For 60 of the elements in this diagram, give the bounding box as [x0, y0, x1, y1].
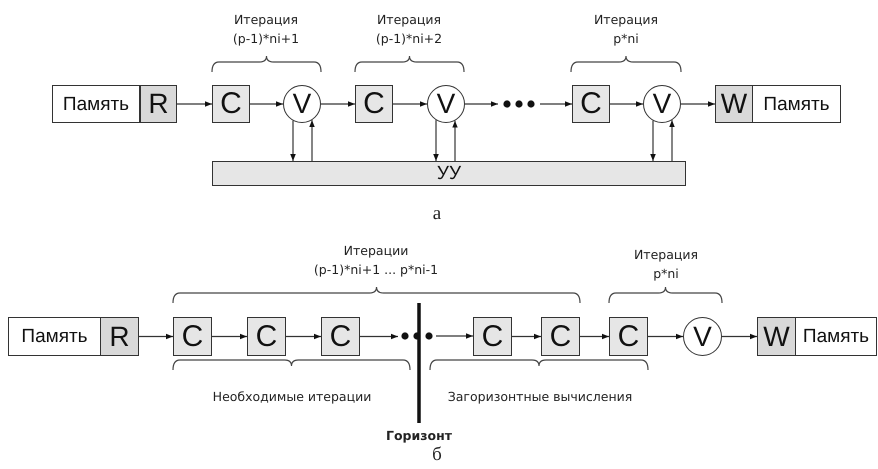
arrow: [393, 101, 427, 107]
arrow: [465, 101, 498, 107]
circle-node: V: [283, 85, 321, 123]
circle-node: V: [683, 317, 722, 356]
arrow: [540, 101, 572, 107]
memory-box: Память: [752, 85, 841, 123]
access-box: R: [140, 85, 177, 123]
panel-letter: а: [432, 203, 442, 225]
arrow: [648, 334, 683, 340]
arrow: [669, 120, 675, 161]
arrow: [177, 101, 212, 107]
compute-box: C: [321, 317, 360, 356]
annotation-text: (p-1)*ni+1 ... p*ni-1: [314, 262, 438, 277]
annotation-text: Итерация: [234, 12, 298, 27]
arrow: [610, 101, 643, 107]
arrow: [650, 120, 656, 161]
compute-box: C: [609, 317, 648, 356]
annotation-text: p*ni: [653, 266, 679, 281]
arrow: [722, 334, 757, 340]
arrow: [212, 334, 247, 340]
arrow: [436, 333, 473, 339]
compute-box: C: [247, 317, 286, 356]
annotation-text: Итерации: [344, 243, 408, 258]
compute-box: C: [572, 85, 610, 123]
memory-box: Память: [795, 317, 877, 356]
compute-box: C: [355, 85, 393, 123]
compute-box: C: [212, 85, 250, 123]
annotation-text: Итерация: [634, 247, 698, 262]
annotation-text: Итерация: [376, 12, 442, 27]
access-box: R: [100, 317, 139, 356]
arrow: [250, 101, 283, 107]
circle-node: V: [643, 85, 681, 123]
compute-box: C: [473, 317, 512, 356]
arrow: [290, 120, 296, 161]
memory-box: Память: [52, 85, 140, 123]
arrow: [580, 334, 609, 340]
compute-box: C: [173, 317, 212, 356]
annotation-text: (p-1)*ni+2: [376, 31, 442, 46]
access-box: W: [715, 85, 753, 123]
annotation-text: Итерация: [594, 12, 658, 27]
annotation-text: Загоризонтные вычисления: [448, 389, 632, 404]
annotation-text: Горизонт: [386, 428, 452, 443]
arrow: [681, 101, 715, 107]
arrow: [360, 334, 398, 340]
access-box: W: [757, 317, 796, 356]
annotation-text: (p-1)*ni+1: [232, 31, 300, 46]
arrow: [452, 120, 458, 161]
arrow: [286, 334, 321, 340]
annotation-text: p*ni: [613, 31, 639, 46]
circle-node: V: [427, 85, 465, 123]
arrow: [321, 101, 355, 107]
compute-box: C: [541, 317, 580, 356]
arrow: [309, 120, 315, 161]
arrow: [139, 334, 173, 340]
control-bar: УУ: [212, 161, 686, 186]
panel-letter: б: [432, 444, 442, 466]
arrow: [433, 120, 439, 161]
annotation-text: Необходимые итерации: [212, 389, 372, 404]
arrow: [512, 334, 541, 340]
memory-box: Память: [8, 317, 101, 356]
